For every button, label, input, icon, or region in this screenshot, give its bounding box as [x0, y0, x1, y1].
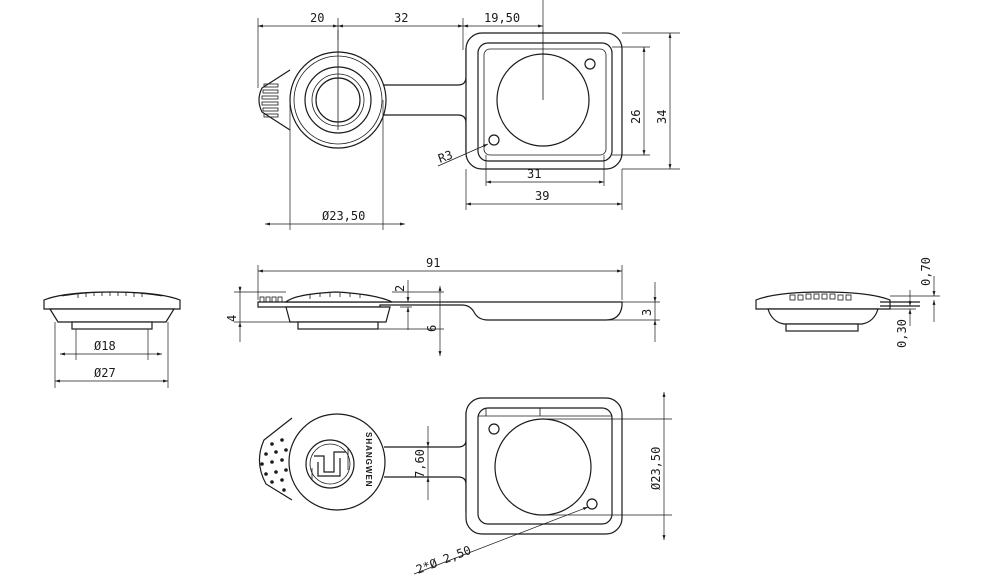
right-cap-plug	[785, 323, 859, 332]
right-cap-top	[755, 291, 891, 310]
top-cap-grip	[261, 83, 279, 118]
dim-top-r3: R3	[436, 148, 454, 166]
bottom-strap-lower	[384, 476, 467, 512]
brand-text: SHANGWEN	[364, 432, 373, 488]
top-view: 20 32 19,50 26 34 R3 31 39 Ø23,50	[257, 0, 680, 230]
top-flange-outer	[465, 32, 623, 170]
bottom-flange-hole-1	[488, 423, 500, 435]
dim-bottom-dia-23-50: Ø23,50	[649, 447, 663, 490]
dim-bottom-holes: 2*Ø 2,50	[414, 543, 473, 577]
left-side-view: Ø18 Ø27	[43, 291, 181, 388]
dim-side-6: 6	[425, 325, 439, 332]
front-side-view: 91 2 4 6 3	[225, 256, 660, 356]
dim-side-4: 4	[225, 315, 239, 322]
bottom-cap-circle	[288, 413, 386, 511]
dim-left-dia-27: Ø27	[94, 366, 116, 380]
front-cap-texture	[309, 293, 361, 299]
dim-top-34: 34	[655, 110, 669, 124]
dim-right-0-70: 0,70	[919, 257, 933, 286]
left-cap-plug	[71, 321, 153, 330]
bottom-flange-inner	[477, 407, 613, 525]
dim-bottom-7-60: 7,60	[413, 449, 427, 478]
front-cap-body	[285, 306, 391, 323]
right-side-view: 0,70 0,30	[755, 257, 940, 348]
dim-top-39: 39	[535, 189, 549, 203]
dim-right-0-30: 0,30	[895, 319, 909, 348]
dim-side-3: 3	[640, 309, 654, 316]
dim-side-91: 91	[426, 256, 440, 270]
front-cap-plug	[297, 321, 379, 330]
bottom-flange-outer	[465, 397, 623, 535]
left-cap-dome	[61, 291, 163, 297]
top-cap-tab	[258, 69, 291, 131]
left-cap-top	[43, 291, 181, 310]
top-strap-lower	[383, 114, 467, 152]
top-flange-recess	[483, 48, 607, 156]
dim-left-dia-18: Ø18	[94, 339, 116, 353]
top-strap-upper	[383, 48, 467, 86]
dim-side-2: 2	[393, 285, 407, 292]
dim-top-19-50: 19,50	[484, 11, 520, 25]
dim-top-dia-23-50: Ø23,50	[322, 209, 365, 223]
dim-top-32: 32	[394, 11, 408, 25]
top-flange-hole-2	[488, 134, 500, 146]
bottom-cap-tab	[258, 417, 293, 501]
bottom-flange-hole-2	[586, 498, 598, 510]
brand-logo-icon	[305, 439, 355, 489]
left-cap-body	[48, 308, 176, 323]
dim-top-26: 26	[629, 110, 643, 124]
top-flange-inner	[477, 42, 613, 162]
top-flange-hole-1	[584, 58, 596, 70]
front-tab-teeth	[259, 296, 283, 303]
right-cap-body	[767, 308, 879, 325]
left-cap-texture	[77, 292, 143, 298]
bottom-strap-upper	[384, 412, 467, 448]
dim-top-20: 20	[310, 11, 324, 25]
bottom-view: SHANGWEN 7,60 Ø23,50 2*Ø 2,50	[258, 392, 672, 577]
front-cap-dome	[284, 291, 393, 303]
bottom-tab-dots	[260, 438, 288, 492]
right-cap-teeth	[789, 293, 852, 301]
dim-top-31: 31	[527, 167, 541, 181]
